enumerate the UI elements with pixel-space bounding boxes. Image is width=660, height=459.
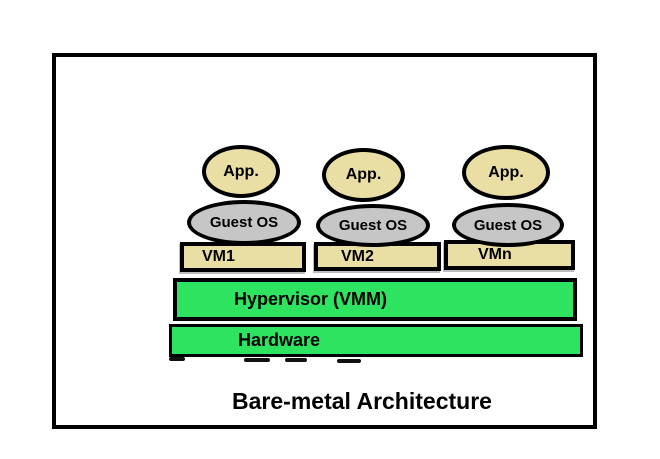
smudge-mark xyxy=(337,359,361,363)
guest-os-ellipse-vmn: Guest OS xyxy=(452,203,564,247)
hardware-label: Hardware xyxy=(238,330,321,350)
smudge-mark xyxy=(244,358,270,362)
vm-label: VM2 xyxy=(341,247,374,265)
hypervisor-layer: Hypervisor (VMM) xyxy=(173,278,577,321)
smudge-mark xyxy=(169,357,185,361)
guest-os-ellipse-vm2: Guest OS xyxy=(316,204,430,247)
hardware-layer: Hardware xyxy=(169,324,583,357)
app-label: App. xyxy=(223,162,259,180)
guest-os-label: Guest OS xyxy=(338,217,408,234)
diagram-title: Bare-metal Architecture xyxy=(232,388,492,414)
smudge-mark xyxy=(285,358,307,362)
app-ellipse-vm1: App. xyxy=(202,145,280,198)
guest-os-ellipse-vm1: Guest OS xyxy=(187,200,301,245)
app-label: App. xyxy=(345,166,382,183)
hypervisor-label: Hypervisor (VMM) xyxy=(234,289,388,309)
app-ellipse-vmn: App. xyxy=(462,145,550,200)
app-ellipse-vm2: App. xyxy=(322,148,405,202)
architecture-frame: App. Guest OS VM1 App. Guest OS VM2 App.… xyxy=(52,53,597,429)
vm-label: VMn xyxy=(478,246,512,263)
guest-os-label: Guest OS xyxy=(209,214,279,231)
guest-os-label: Guest OS xyxy=(473,216,543,234)
vm-label: VM1 xyxy=(202,248,235,265)
app-label: App. xyxy=(488,163,524,181)
vm-box-vm1: VM1 xyxy=(180,242,306,272)
